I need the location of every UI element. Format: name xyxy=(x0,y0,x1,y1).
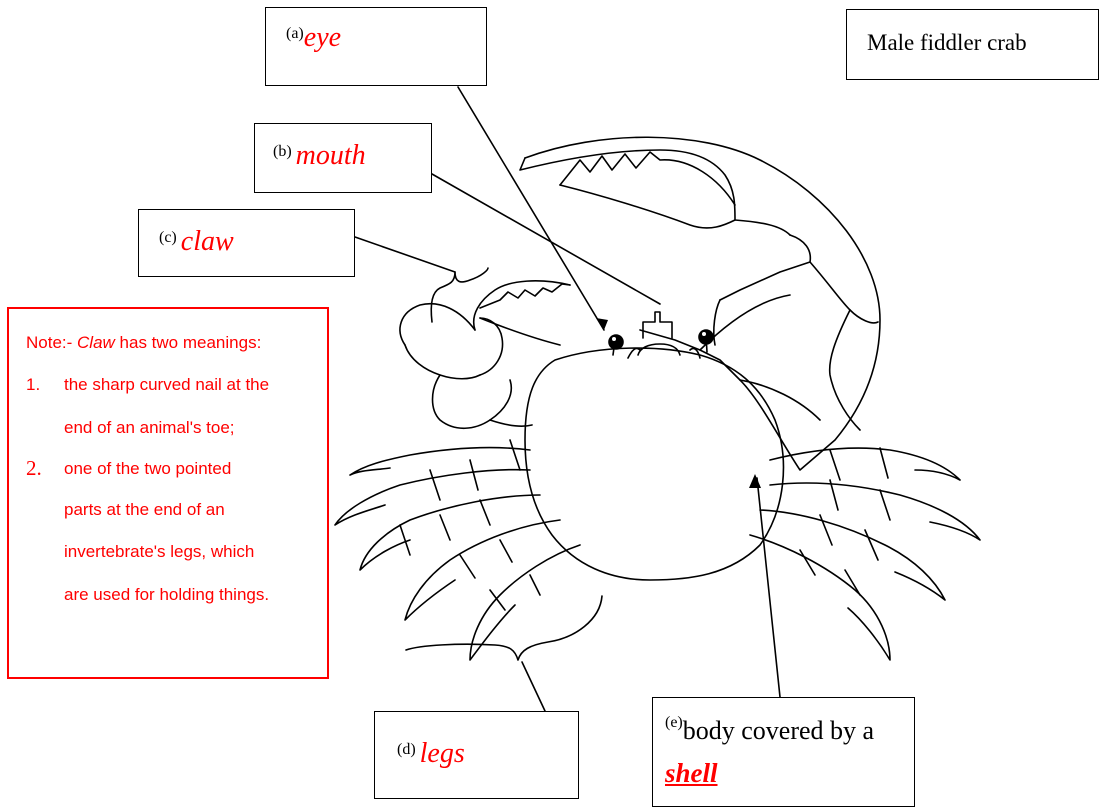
label-shell-letter: (e) xyxy=(665,714,683,731)
label-eye-letter: (a) xyxy=(286,25,304,42)
label-claw: (c) claw xyxy=(159,226,234,258)
mouth-leader xyxy=(432,174,660,304)
label-shell: (e)body covered by a xyxy=(665,716,874,746)
big-claw xyxy=(520,137,880,470)
label-eye: (a)eye xyxy=(286,22,341,54)
label-shell-text: body covered by a xyxy=(683,716,874,745)
label-box-mouth: (b) mouth xyxy=(254,123,432,193)
legs-leader xyxy=(522,662,545,711)
legs-bracket xyxy=(406,596,602,660)
label-mouth: (b) mouth xyxy=(273,140,366,172)
note-heading-term: Claw xyxy=(77,333,115,352)
label-box-shell: (e)body covered by a shell xyxy=(652,697,915,807)
label-claw-answer: claw xyxy=(181,226,234,257)
label-legs-answer: legs xyxy=(420,738,465,769)
label-shell-answer: shell xyxy=(665,758,718,789)
crab-body xyxy=(525,348,783,580)
note-item-2-line-2: parts at the end of an xyxy=(64,500,225,520)
right-legs xyxy=(750,448,980,660)
note-item-1-line-2: end of an animal's toe; xyxy=(64,418,235,438)
label-legs: (d) legs xyxy=(397,738,465,770)
note-heading-suffix: has two meanings: xyxy=(115,333,261,352)
note-item-1-line-1: the sharp curved nail at the xyxy=(64,375,269,395)
note-item-2-line-4: are used for holding things. xyxy=(64,585,269,605)
label-box-eye: (a)eye xyxy=(265,7,487,86)
label-claw-letter: (c) xyxy=(159,229,177,246)
note-item-2-line-1: one of the two pointed xyxy=(64,459,231,479)
label-mouth-letter: (b) xyxy=(273,143,292,160)
note-heading-prefix: Note:- xyxy=(26,333,77,352)
label-eye-answer: eye xyxy=(304,22,341,53)
title-box: Male fiddler crab xyxy=(846,9,1099,80)
label-box-claw: (c) claw xyxy=(138,209,355,277)
label-legs-letter: (d) xyxy=(397,741,416,758)
left-legs xyxy=(335,440,580,660)
note-item-1-num: 1. xyxy=(26,375,40,395)
mouth-bracket xyxy=(643,312,672,338)
note-item-2-line-3: invertebrate's legs, which xyxy=(64,542,254,562)
label-mouth-answer: mouth xyxy=(296,140,366,171)
note-box: Note:- Claw has two meanings: 1. the sha… xyxy=(7,307,329,679)
note-heading: Note:- Claw has two meanings: xyxy=(26,333,261,353)
note-item-2-num: 2. xyxy=(26,456,42,481)
claw-leader xyxy=(355,237,455,272)
label-box-legs: (d) legs xyxy=(374,711,579,799)
small-claw xyxy=(400,281,570,428)
diagram-title: Male fiddler crab xyxy=(867,30,1027,56)
